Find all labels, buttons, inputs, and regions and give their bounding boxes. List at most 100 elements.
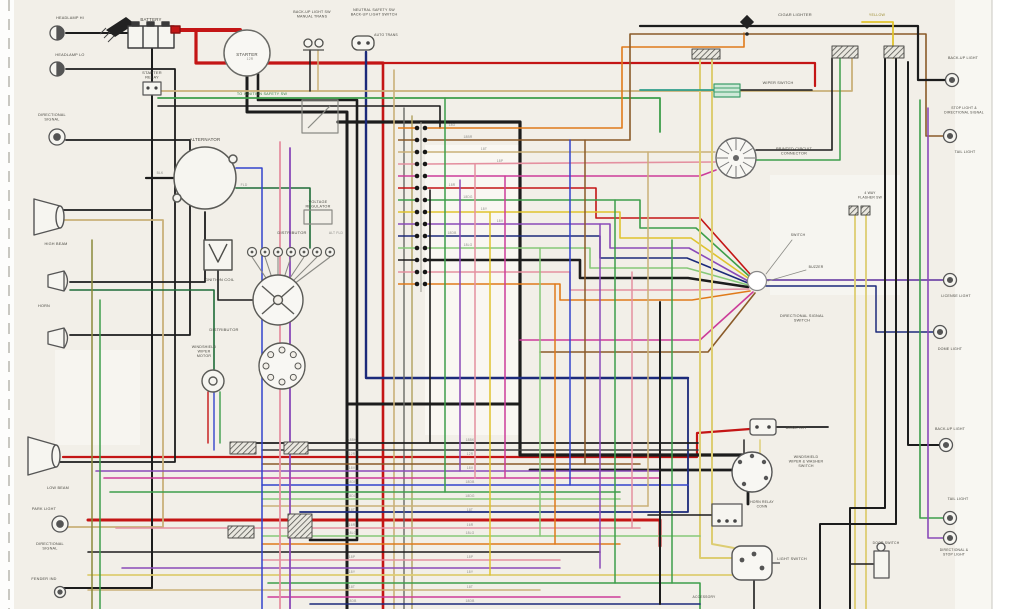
- directional-stop-lamp: [942, 530, 958, 546]
- wire-gauge-label: FLD: [241, 183, 248, 187]
- spark-plug-center: [250, 250, 254, 254]
- wire-gauge-label: 18BR: [463, 135, 472, 139]
- wire-gauge-label: 18DB: [347, 599, 357, 603]
- wire-pc-pink: [427, 161, 716, 165]
- wire-gauge-label: 18DB: [465, 599, 475, 603]
- wire-left-col-3: [65, 139, 191, 336]
- wire-gauge-label: 12R: [467, 452, 474, 456]
- light-switch-label: LIGHT SWITCH: [777, 557, 807, 561]
- wire-gauge-label: 18T: [467, 585, 473, 589]
- harness-connector: [227, 525, 255, 539]
- pc-spoke: [726, 164, 733, 175]
- white-right-edge: [992, 0, 1024, 609]
- dir-stop-br-label: DIRECTIONAL &STOP LIGHT: [940, 548, 969, 557]
- wire-navy-bottom: [299, 377, 689, 513]
- bulkhead-connector-top-right-1: [831, 45, 859, 59]
- wire-gauge-label: 18LG: [464, 243, 473, 247]
- door-switch: [873, 542, 890, 579]
- pc-spoke: [739, 141, 746, 152]
- voltage-regulator: [303, 209, 333, 225]
- high-beam-headlamp: [33, 198, 65, 236]
- wire-hub-violet: [427, 223, 749, 282]
- headlamp-lo-icon: [49, 61, 65, 77]
- bulkhead-pin: [422, 149, 428, 155]
- harness-connector: [229, 441, 257, 455]
- bulkhead-pin: [422, 161, 428, 167]
- backup-light-br-label: BACK-UP LIGHT: [935, 427, 966, 431]
- wire-run-583: [267, 582, 701, 609]
- cap-terminal: [278, 378, 286, 386]
- wire-buzzer-callout-line: [767, 269, 807, 282]
- wire-yellow-run-1: [699, 57, 735, 559]
- wire-backup-tr-feed: [638, 24, 948, 82]
- pc-spoke: [719, 161, 730, 168]
- harness-connector: [283, 441, 309, 455]
- tail-light-br-label: TAIL LIGHT: [948, 497, 969, 501]
- door-switch-label: DOOR SWITCH: [873, 541, 900, 545]
- yellow-wire-label: YELLOW: [869, 13, 886, 17]
- cigar-lighter-label: CIGAR LIGHTER: [778, 12, 812, 17]
- printed-circuit-connector: [715, 137, 757, 179]
- bulkhead-pin: [422, 125, 428, 131]
- wire-feed-to-right: [381, 61, 817, 88]
- wire-gauge-label: 18V: [467, 466, 474, 470]
- bulkhead-pin: [414, 137, 420, 143]
- low-beam-label: LOW BEAM: [47, 486, 69, 490]
- bulkhead-pin: [414, 245, 420, 251]
- headlamp-hi-icon: [49, 25, 65, 41]
- bulkhead-pin: [422, 281, 428, 287]
- wire-hub-red: [427, 187, 751, 275]
- fender-ind-label: FENDER IND: [31, 577, 56, 581]
- bulkhead-pin: [422, 221, 428, 227]
- alternator: [172, 146, 238, 210]
- switch-callout-label: SWITCH: [791, 233, 806, 237]
- cap-terminal: [294, 362, 302, 370]
- bulkhead-pin: [414, 149, 420, 155]
- wire-battery-feed: [194, 28, 385, 65]
- wire-rear-black-1: [849, 57, 886, 609]
- spark-plug-center: [289, 250, 293, 254]
- bulkhead-pin: [422, 137, 428, 143]
- wire-hub-ltgreen: [427, 247, 749, 286]
- license-light-label: LICENSE LIGHT: [941, 294, 971, 298]
- wire-gauge-label: 18P: [467, 555, 474, 559]
- wire-cigar-feed: [427, 32, 745, 129]
- wire-horn-wire: [69, 211, 206, 283]
- distributor-label: DISTRIBUTOR: [209, 327, 238, 332]
- bulkhead-pin: [414, 209, 420, 215]
- wire-gauge-label: 18Y: [349, 570, 356, 574]
- wiper-switch-label: WIPER SWITCH: [763, 81, 794, 85]
- horn-relay: [711, 503, 743, 527]
- bulkhead-pin: [414, 161, 420, 167]
- backup-light-tr-label: BACK-UP LIGHT: [948, 56, 979, 60]
- wire-gauge-label: ALT FLD: [329, 231, 344, 235]
- wire-gauge-label: 18T: [349, 585, 355, 589]
- wire-gauge-label: 18V: [349, 466, 356, 470]
- bulkhead-pin: [414, 185, 420, 191]
- ammeter-label: AMMETER: [786, 426, 806, 430]
- horn-label: HORN: [38, 304, 50, 308]
- low-beam-headlamp: [27, 436, 61, 476]
- wire-gauge-label: 18O: [449, 123, 456, 127]
- spark-plug-center: [302, 250, 306, 254]
- wire-wiper-green: [69, 289, 215, 370]
- stop-directional-lamp: [942, 128, 958, 144]
- wire-gauge-label: 18T: [349, 508, 355, 512]
- wire-gauge-label: 16R: [349, 523, 356, 527]
- wire-gauge-label: 18T: [467, 508, 473, 512]
- spark-plug-center: [276, 250, 280, 254]
- wire-hub-black-heavy: [426, 258, 750, 289]
- bulkhead-pin: [422, 245, 428, 251]
- cap-terminal: [267, 373, 275, 381]
- wire-rear-black-2: [819, 57, 897, 609]
- distributor-row-label: DISTRIBUTOR: [277, 230, 306, 235]
- wire-rear-violet: [927, 107, 945, 539]
